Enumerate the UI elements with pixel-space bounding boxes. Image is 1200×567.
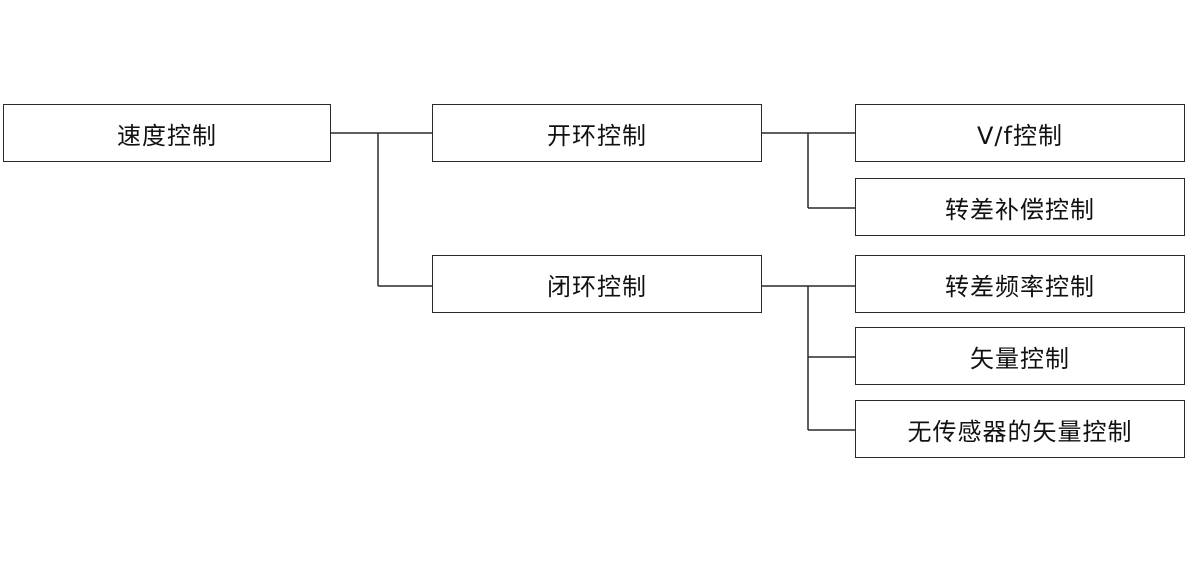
node-closed-loop: 闭环控制 [432, 255, 762, 313]
node-slip-compensation: 转差补偿控制 [855, 178, 1185, 236]
node-vf-control: V/f控制 [855, 104, 1185, 162]
node-vf-control-label: V/f控制 [977, 121, 1063, 150]
node-sensorless-vector: 无传感器的矢量控制 [855, 400, 1185, 458]
node-sensorless-vector-label: 无传感器的矢量控制 [907, 417, 1133, 446]
node-slip-frequency-label: 转差频率控制 [945, 272, 1095, 301]
node-slip-compensation-label: 转差补偿控制 [945, 195, 1095, 224]
node-vector-control: 矢量控制 [855, 327, 1185, 385]
node-open-loop: 开环控制 [432, 104, 762, 162]
node-vector-control-label: 矢量控制 [970, 344, 1070, 373]
node-open-loop-label: 开环控制 [547, 121, 647, 150]
node-slip-frequency: 转差频率控制 [855, 255, 1185, 313]
node-root-label: 速度控制 [117, 121, 217, 150]
node-closed-loop-label: 闭环控制 [547, 272, 647, 301]
node-root: 速度控制 [3, 104, 331, 162]
